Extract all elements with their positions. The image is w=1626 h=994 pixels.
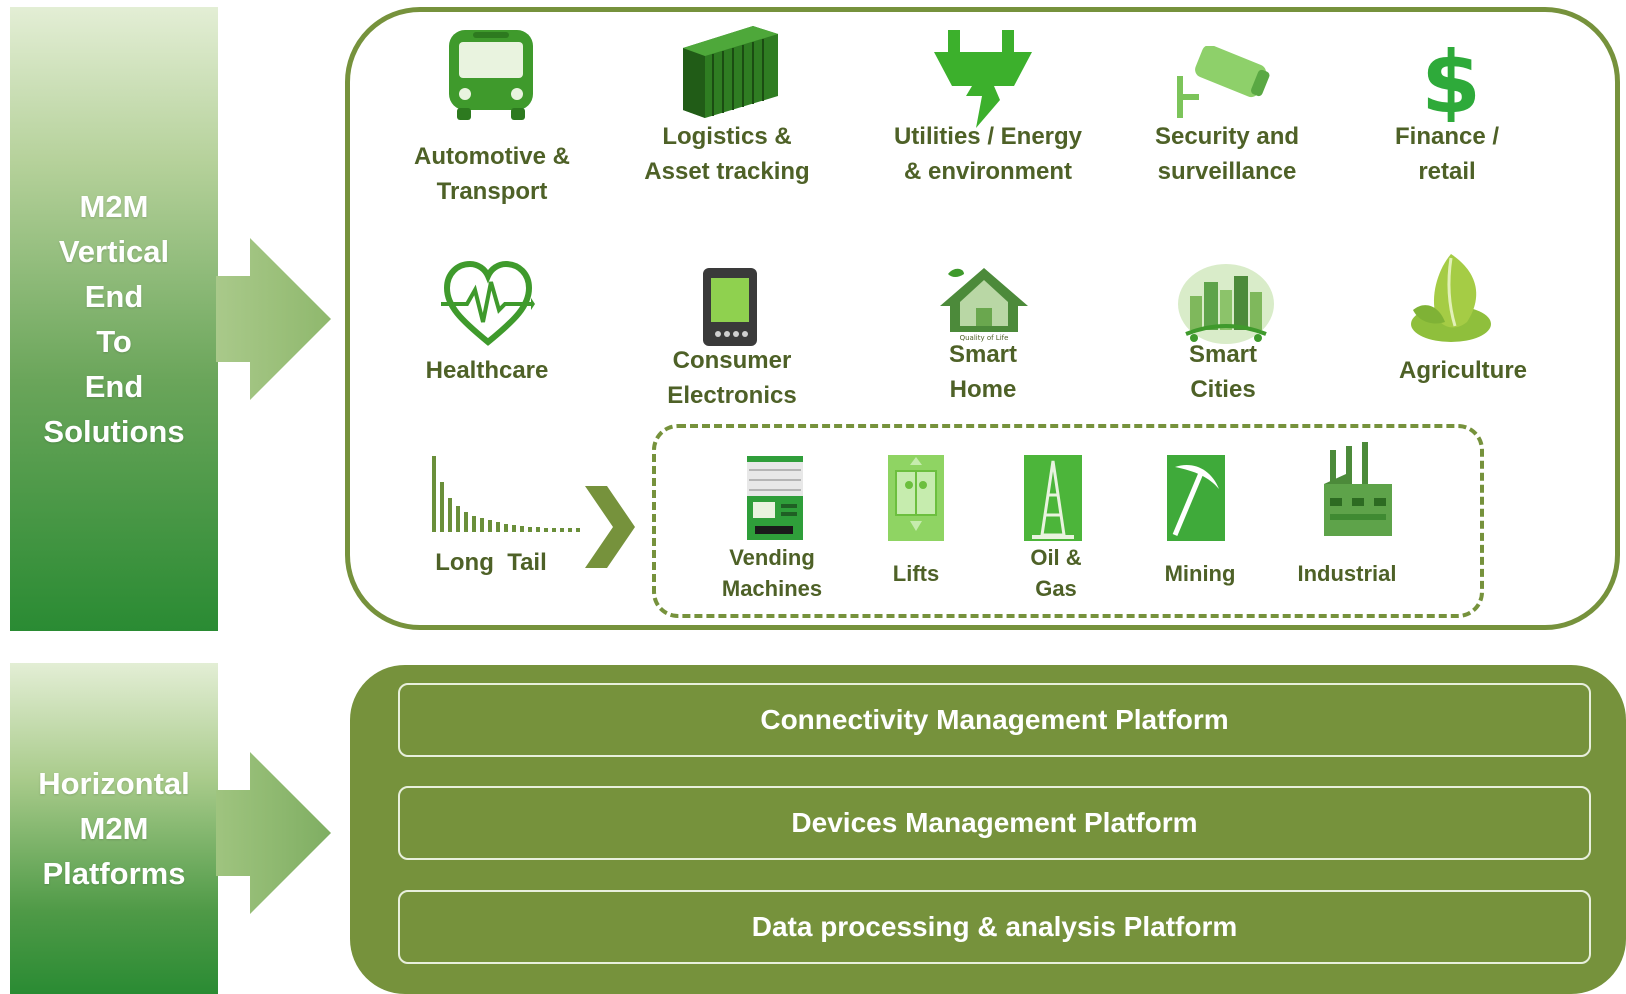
tablet-device-icon xyxy=(703,268,757,346)
vertical-label-agriculture: Agriculture xyxy=(1398,357,1528,384)
devices-platform-bar: Devices Management Platform xyxy=(398,786,1591,860)
long-tail-group-box xyxy=(652,424,1484,618)
vertical-label-finance: Finance / retail xyxy=(1394,123,1500,185)
security-camera-icon xyxy=(1177,46,1270,118)
smart-city-icon xyxy=(1178,264,1274,344)
long-tail-chart-icon xyxy=(432,456,580,532)
dollar-icon: $ xyxy=(1421,38,1481,122)
smart-home-icon: Quality of Life xyxy=(940,268,1028,342)
horizontal-arrow-icon xyxy=(216,752,331,914)
svg-text:Quality of Life: Quality of Life xyxy=(960,334,1009,342)
horizontal-label-line-2: M2M xyxy=(79,811,149,846)
shipping-container-icon xyxy=(683,26,778,118)
vertical-label-automotive: Automotive & Transport xyxy=(414,143,570,205)
long-tail-label-lifts: Lifts xyxy=(892,561,940,586)
leaf-icon xyxy=(1411,254,1491,342)
vertical-label-smart-cities: Smart Cities xyxy=(1188,341,1258,403)
vertical-solutions-label-box: M2M Vertical End To End Solutions xyxy=(10,7,218,631)
elevator-icon xyxy=(888,455,944,541)
long-tail-label: Long Tail xyxy=(435,549,547,576)
horizontal-label-line-1: Horizontal xyxy=(38,766,190,801)
horizontal-platforms-label-box: Horizontal M2M Platforms xyxy=(10,663,218,994)
vertical-label-healthcare: Healthcare xyxy=(425,357,549,384)
bus-icon xyxy=(449,30,533,120)
horizontal-label-line-3: Platforms xyxy=(42,856,186,891)
long-tail-label-mining: Mining xyxy=(1164,561,1236,586)
oil-rig-icon xyxy=(1024,455,1082,541)
vertical-label-security: Security and surveillance xyxy=(1154,123,1300,185)
long-tail-label-industrial: Industrial xyxy=(1297,561,1397,586)
vertical-label-line-1: M2M xyxy=(79,189,149,224)
factory-icon xyxy=(1324,442,1392,536)
long-tail-label-oil-gas: Oil & Gas xyxy=(1030,545,1082,601)
vending-machine-icon xyxy=(747,456,803,540)
vertical-label-utilities: Utilities / Energy & environment xyxy=(893,123,1083,185)
vertical-label-smart-home: Smart Home xyxy=(948,341,1018,403)
vertical-label-line-2: Vertical xyxy=(58,234,170,269)
data-processing-platform-bar: Data processing & analysis Platform xyxy=(398,890,1591,964)
power-plug-icon xyxy=(934,30,1032,128)
svg-text:$: $ xyxy=(1421,38,1481,122)
long-tail-label-vending: Vending Machines xyxy=(721,545,823,601)
connectivity-platform-bar: Connectivity Management Platform xyxy=(398,683,1591,757)
vertical-label-line-3: End xyxy=(84,279,144,314)
vertical-arrow-icon xyxy=(216,238,331,400)
vertical-label-line-6: Solutions xyxy=(43,414,185,449)
vertical-label-consumer-electronics: Consumer Electronics xyxy=(667,347,797,409)
chevron-right-icon xyxy=(585,486,635,568)
heartbeat-icon xyxy=(441,260,535,346)
vertical-label-line-5: End xyxy=(84,369,144,404)
horizontal-platforms-panel xyxy=(350,665,1626,994)
vertical-label-line-4: To xyxy=(96,324,132,359)
vertical-label-logistics: Logistics & Asset tracking xyxy=(644,123,810,185)
pickaxe-icon xyxy=(1167,455,1225,541)
